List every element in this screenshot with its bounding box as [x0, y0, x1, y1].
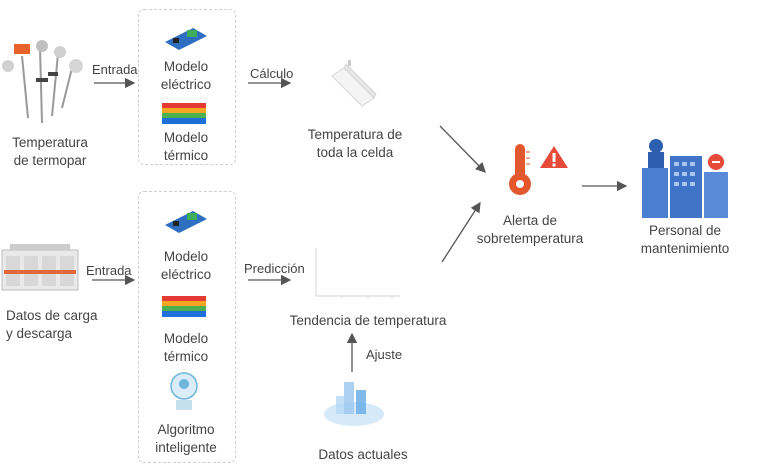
thermometer-icon: [502, 140, 538, 198]
prediccion-label: Predicción: [244, 261, 305, 276]
arrow-cell-to-alert: [439, 125, 486, 173]
electrical-model-label: Modelo eléctrico: [160, 59, 212, 92]
thermal-model-label: Modelo térmico: [163, 130, 209, 163]
bottom-model-group: [138, 191, 236, 463]
electrical-model-label-2: Modelo eléctrico: [160, 249, 212, 282]
thermocouple-label: Temperatura de termopar: [12, 135, 88, 168]
thermocouple-image: [0, 38, 88, 128]
maintenance-building-icon: [638, 132, 732, 222]
thermal-layers-icon-2: [160, 294, 208, 320]
top-model-group: [138, 9, 236, 165]
trend-chart-image: [312, 246, 404, 302]
thermal-layers-icon: [160, 101, 208, 127]
algorithm-label: Algoritmo inteligente: [155, 422, 217, 455]
alert-label: Alerta de sobretemperatura: [476, 213, 584, 246]
ai-head-icon: [166, 370, 202, 414]
entrada-label-bottom: Entrada: [86, 263, 132, 278]
trend-label: Tendencia de temperatura: [289, 313, 447, 328]
entrada-label-top: Entrada: [92, 62, 138, 77]
circuit-board-icon: [163, 24, 209, 54]
ajuste-label: Ajuste: [366, 347, 403, 362]
circuit-board-icon-2: [163, 207, 209, 237]
data-cube-icon: [320, 374, 388, 430]
battery-cell-image: [322, 58, 384, 120]
current-data-label: Datos actuales: [318, 447, 408, 462]
warning-icon: [538, 144, 570, 170]
staff-label: Personal de mantenimiento: [640, 223, 730, 256]
thermal-model-label-2: Modelo térmico: [163, 331, 209, 364]
cell-temperature-label: Temperatura de toda la celda: [307, 127, 403, 160]
calculo-label: Cálculo: [250, 66, 294, 81]
charge-data-label: Datos de carga y descarga: [6, 308, 98, 341]
battery-pack-image: [0, 240, 82, 298]
